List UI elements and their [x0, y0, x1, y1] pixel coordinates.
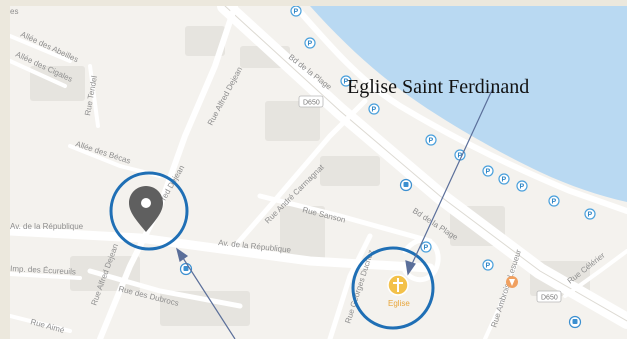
parking-icon[interactable]: P [482, 165, 494, 177]
road-network [10, 6, 627, 339]
svg-text:D650: D650 [541, 295, 558, 302]
arrow-to-pin-head [176, 247, 189, 263]
road-av-republique [10, 226, 435, 273]
street-label-imp-des-ecureuils: Imp. des Écureuils [10, 264, 76, 276]
street-label-top-left: es [10, 7, 18, 16]
road-rue-alfred-dejean [97, 6, 238, 339]
route-badge-d650-bottom: D650 [536, 290, 562, 303]
road-allees-top-left [10, 34, 72, 88]
church-label: Eglise [388, 299, 410, 308]
highlight-circle-pin [109, 171, 189, 251]
parking-icon[interactable]: P [584, 208, 596, 220]
parking-icon[interactable]: P [482, 259, 494, 271]
parking-icon[interactable]: P [290, 6, 302, 17]
svg-text:P: P [552, 199, 557, 206]
road-church-loop [402, 237, 441, 283]
parking-icon[interactable]: P [548, 195, 560, 207]
parking-icon[interactable]: P [498, 173, 510, 185]
svg-text:P: P [344, 79, 349, 86]
road-rue-andre-carmagnat [232, 98, 368, 249]
road-imp-des-ecureuils [10, 272, 82, 280]
street-label-av-republique-left: Av. de la République [10, 222, 84, 231]
road-coastal [292, 6, 627, 214]
road-rue-des-dubrocs [87, 268, 243, 309]
parking-icons: P P P P P P P P P P P P P [290, 6, 596, 271]
parking-icon[interactable]: P [420, 241, 432, 253]
road-rue-aime [10, 314, 72, 333]
church-poi[interactable]: Eglise [387, 274, 410, 308]
road-rue-georges-duchez [327, 233, 373, 339]
svg-text:P: P [502, 177, 507, 184]
svg-text:P: P [372, 107, 377, 114]
road-rue-tendel [88, 64, 100, 128]
cross-icon [393, 278, 403, 292]
parking-icon[interactable]: P [425, 134, 437, 146]
route-badge-d650-top: D650 [298, 95, 324, 108]
arrow-to-pin-line [182, 257, 236, 339]
bus-stop-icon[interactable] [399, 178, 413, 192]
svg-text:P: P [429, 138, 434, 145]
svg-text:D650: D650 [303, 100, 320, 107]
svg-text:P: P [520, 184, 525, 191]
map-pin-icon[interactable] [129, 186, 163, 232]
svg-text:P: P [486, 263, 491, 270]
parking-icon[interactable]: P [516, 180, 528, 192]
bus-stop-icon[interactable] [568, 315, 582, 329]
parking-icon[interactable]: P [368, 103, 380, 115]
svg-text:P: P [458, 153, 463, 160]
svg-text:P: P [588, 212, 593, 219]
restaurant-icon[interactable] [506, 276, 518, 288]
svg-text:P: P [486, 169, 491, 176]
water-body [310, 6, 627, 202]
arrow-to-church-line [411, 87, 494, 265]
map-view[interactable]: es Allée des Abeilles Allée des Cigales … [10, 6, 627, 339]
parking-icon[interactable]: P [304, 37, 316, 49]
arrow-to-church-head [405, 260, 416, 276]
road-rue-sanson [257, 193, 433, 244]
road-rue-celerier [563, 249, 627, 298]
parking-icon[interactable]: P [340, 75, 352, 87]
svg-text:P: P [308, 41, 313, 48]
svg-text:P: P [294, 9, 299, 16]
callout-label-eglise: Eglise Saint Ferdinand [347, 76, 530, 98]
highlight-circle-church [351, 246, 435, 330]
svg-text:P: P [424, 245, 429, 252]
map-canvas: es Allée des Abeilles Allée des Cigales … [10, 6, 627, 339]
